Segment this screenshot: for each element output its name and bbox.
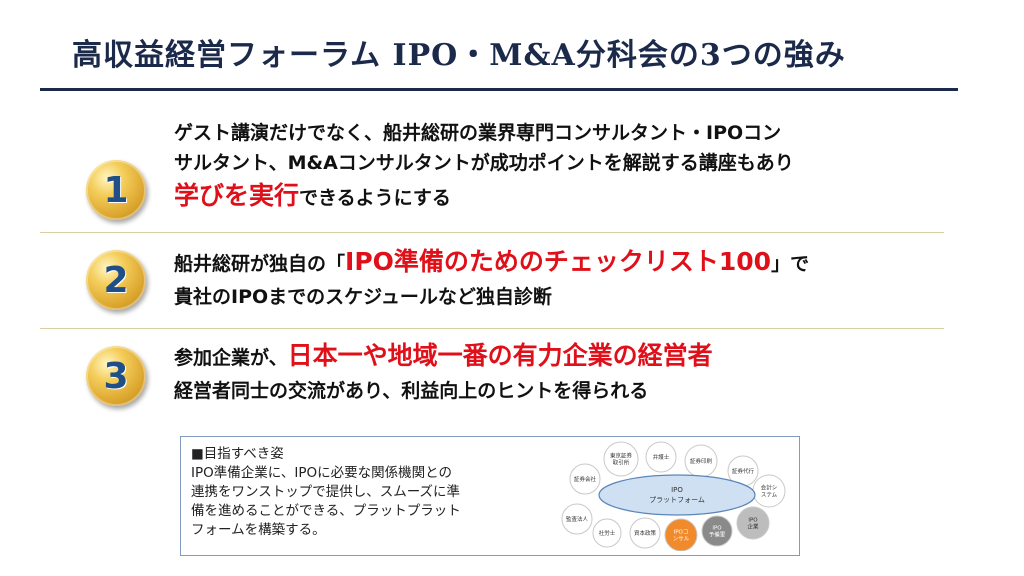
platform-ellipse: [598, 474, 756, 516]
strength-1: ゲスト講演だけでなく、船井総研の業界専門コンサルタント・IPOコン サルタント、…: [174, 118, 794, 216]
diagram-node-label: 証券印刷: [690, 457, 713, 465]
diagram-node-label: 証券代行: [732, 467, 755, 475]
strength-1-line-1: ゲスト講演だけでなく、船井総研の業界専門コンサルタント・IPOコン: [174, 122, 782, 144]
diagram-node-circle: [645, 441, 677, 473]
diagram-node-label: IPOコ: [674, 529, 689, 536]
diagram-node-label: 東京証券: [610, 452, 633, 460]
diagram-node-label: 証券会社: [574, 475, 597, 483]
diagram-node: 資本政策: [629, 517, 661, 549]
number-badge-2-label: 2: [103, 259, 129, 301]
diagram-node-circle: [701, 515, 733, 547]
goal-box-line-2: 連携をワンストップで提供し、スムーズに準: [191, 484, 461, 500]
diagram-node-label: ンサル: [673, 536, 690, 543]
diagram-node-label: 社労士: [599, 529, 616, 537]
page-title: 高収益経営フォーラム IPO・M&A分科会の3つの強み: [72, 38, 846, 73]
strength-3-line-1-pre: 参加企業が、: [174, 347, 288, 369]
goal-box-heading: ■目指すべき姿: [191, 446, 284, 462]
diagram-node-circle: [569, 463, 601, 495]
diagram-node: 証券印刷: [684, 444, 718, 478]
strength-2-line-1-pre: 船井総研が独自の「: [174, 253, 346, 275]
number-badge-2: 2: [86, 250, 146, 310]
platform-label-1: IPO: [671, 486, 683, 494]
diagram-node-label: 予備軍: [709, 531, 726, 539]
number-badge-1-label: 1: [103, 169, 129, 211]
diagram-node: 監査法人: [561, 503, 593, 535]
strength-3-highlight: 日本一や地域一番の有力企業の経営者: [287, 341, 713, 370]
diagram-node-label: IPO: [748, 518, 758, 524]
diagram-node: 社労士: [592, 518, 622, 548]
diagram-node-label: 企業: [747, 523, 759, 531]
strength-2-line-1: 船井総研が独自の「IPO準備のためのチェックリスト100」で: [174, 244, 809, 282]
title-underline: [40, 88, 958, 91]
number-badge-3: 3: [86, 346, 146, 406]
strength-1-line-3: 学びを実行できるようにする: [174, 178, 794, 216]
diagram-node-label: 会計シ: [761, 484, 778, 492]
row-separator-2: [40, 328, 944, 329]
diagram-node: 証券会社: [569, 463, 601, 495]
platform-label-2: プラットフォーム: [649, 496, 705, 504]
strength-1-highlight: 学びを実行: [174, 181, 300, 210]
strength-3-line-1: 参加企業が、日本一や地域一番の有力企業の経営者: [174, 338, 713, 376]
diagram-node: 弁護士: [645, 441, 677, 473]
diagram-node-label: 弁護士: [653, 453, 670, 461]
diagram-node-label: 取引所: [613, 459, 630, 467]
strength-2-line-2: 貴社のIPOまでのスケジュールなど独自診断: [174, 286, 552, 308]
strength-2-line-1-post: 」で: [771, 253, 810, 275]
diagram-node-label: ステム: [761, 492, 778, 499]
strength-3-line-2: 経営者同士の交流があり、利益向上のヒントを得られる: [174, 380, 649, 402]
diagram-node-label: 資本政策: [634, 529, 657, 537]
diagram-node-circle: [736, 506, 770, 540]
diagram-node-circle: [629, 517, 661, 549]
diagram-node-circle: [664, 518, 698, 551]
row-separator-1: [40, 232, 944, 233]
diagram-node-circle: [603, 441, 639, 477]
strength-2-highlight: IPO準備のためのチェックリスト100: [345, 247, 772, 276]
goal-box-line-1: IPO準備企業に、IPOに必要な関係機関との: [191, 465, 452, 481]
diagram-node-label: 監査法人: [566, 515, 589, 523]
diagram-node-circle: [561, 503, 593, 535]
goal-box-text: ■目指すべき姿 IPO準備企業に、IPOに必要な関係機関との 連携をワンストップ…: [191, 445, 461, 540]
goal-box: ■目指すべき姿 IPO準備企業に、IPOに必要な関係機関との 連携をワンストップ…: [180, 436, 800, 556]
strength-2: 船井総研が独自の「IPO準備のためのチェックリスト100」で 貴社のIPOまでの…: [174, 244, 809, 312]
number-badge-3-label: 3: [103, 355, 129, 397]
strength-1-line-3-rest: できるようにする: [299, 187, 451, 209]
diagram-node-label: IPO: [712, 526, 722, 532]
strength-1-line-2: サルタント、M&Aコンサルタントが成功ポイントを解説する講座もあり: [174, 152, 794, 174]
goal-box-line-3: 備を進めることができる、プラットプラット: [191, 503, 461, 519]
goal-box-line-4: フォームを構築する。: [191, 522, 326, 538]
diagram-node-circle: [592, 518, 622, 548]
strength-3: 参加企業が、日本一や地域一番の有力企業の経営者 経営者同士の交流があり、利益向上…: [174, 338, 713, 406]
number-badge-1: 1: [86, 160, 146, 220]
